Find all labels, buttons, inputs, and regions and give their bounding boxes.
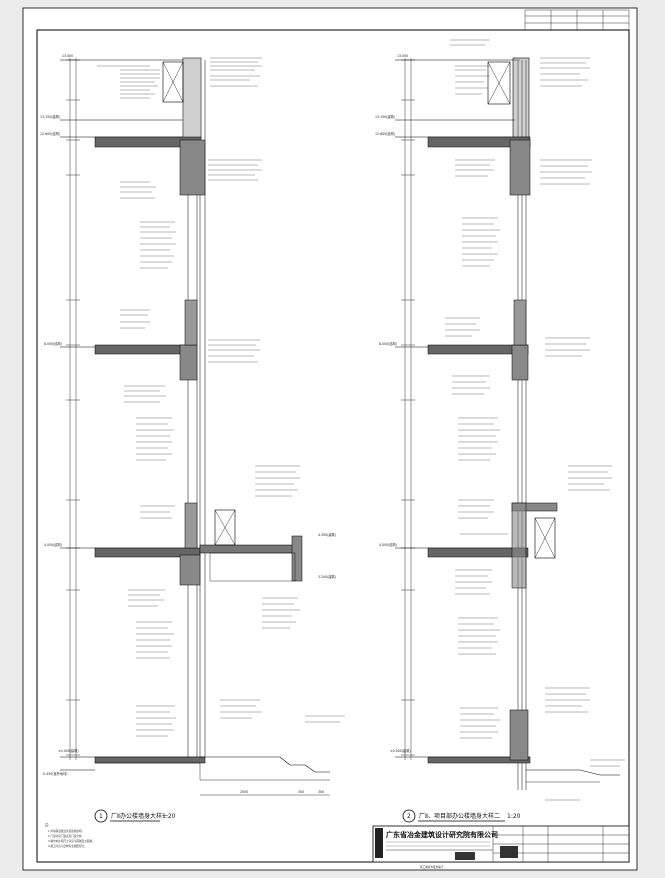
detail-2-title: 厂Ⅱ、项目部办公楼墙身大样二 bbox=[419, 812, 500, 820]
paper-border bbox=[22, 7, 638, 871]
elev2-roof2-label: 13.150(建筑) bbox=[375, 114, 395, 119]
dim-bottom-3: 300 bbox=[318, 790, 324, 794]
notes-heading: 注： bbox=[45, 822, 51, 827]
detail-2-scale: 1:20 bbox=[507, 813, 521, 820]
wall-section-detail-2: 13.500 13.150(建筑) 12.600(结构) 8.000(结构) 4… bbox=[375, 39, 625, 823]
notes-block: 注： 1.外墙保温做法详见建施说明。 2.门窗详见门窗表及门窗大样。 3.图中未… bbox=[45, 822, 95, 848]
elev-mid-label: 8.000(结构) bbox=[44, 341, 62, 346]
note-line-4: 4.施工时应与结构专业图纸配合。 bbox=[48, 844, 87, 848]
note-line-2: 2.门窗详见门窗表及门窗大样。 bbox=[48, 834, 84, 838]
elev-ground-label: ±0.000(建筑) bbox=[58, 748, 79, 753]
elev-top-label: 13.500 bbox=[62, 54, 73, 58]
elev2-mid-label: 8.000(结构) bbox=[379, 341, 397, 346]
elev-outside-label: -0.450(室外地坪) bbox=[42, 771, 68, 776]
elev2-ground-label: ±0.000(建筑) bbox=[390, 748, 411, 753]
detail-1-scale: 1:20 bbox=[162, 813, 176, 820]
note-line-1: 1.外墙保温做法详见建施说明。 bbox=[48, 829, 84, 833]
drawing-frame bbox=[36, 29, 630, 863]
detail-1-number: 1 bbox=[99, 813, 103, 820]
elev2-4-label: 4.000(结构) bbox=[379, 542, 397, 547]
note-line-3: 3.图中未注明尺寸详见平面图及立面图。 bbox=[48, 839, 95, 843]
elev-4-label: 4.000(结构) bbox=[44, 542, 62, 547]
company-name: 广东省冶金建筑设计研究院有限公司 bbox=[386, 830, 498, 839]
dim-bottom-2: 300 bbox=[298, 790, 304, 794]
revision-stamp-table bbox=[524, 9, 630, 31]
elev2-top-label: 13.500 bbox=[397, 54, 408, 58]
wall-section-detail-1: 13.500 13.150(建筑) 12.600(结构) 8.000(结构) 4… bbox=[40, 54, 345, 823]
elev-canopy-top: 4.300(建筑) bbox=[318, 532, 336, 537]
elev-roof2-label: 13.150(建筑) bbox=[40, 114, 60, 119]
detail-1-title: 厂Ⅱ办公楼墙身大样一 bbox=[111, 812, 168, 820]
dim-bottom-1: 2000 bbox=[240, 790, 248, 794]
elev-roof-label: 12.600(结构) bbox=[40, 131, 60, 136]
detail-1-number-circle bbox=[94, 809, 108, 823]
elev2-roof-label: 12.600(结构) bbox=[375, 131, 395, 136]
approval-number-label: 施工图审查批准编号： bbox=[420, 865, 446, 869]
detail-2-number: 2 bbox=[407, 813, 411, 820]
elev-canopy-bot: 3.200(建筑) bbox=[318, 574, 336, 579]
detail-2-number-circle bbox=[402, 809, 416, 823]
title-block: 广东省冶金建筑设计研究院有限公司 bbox=[372, 825, 630, 863]
